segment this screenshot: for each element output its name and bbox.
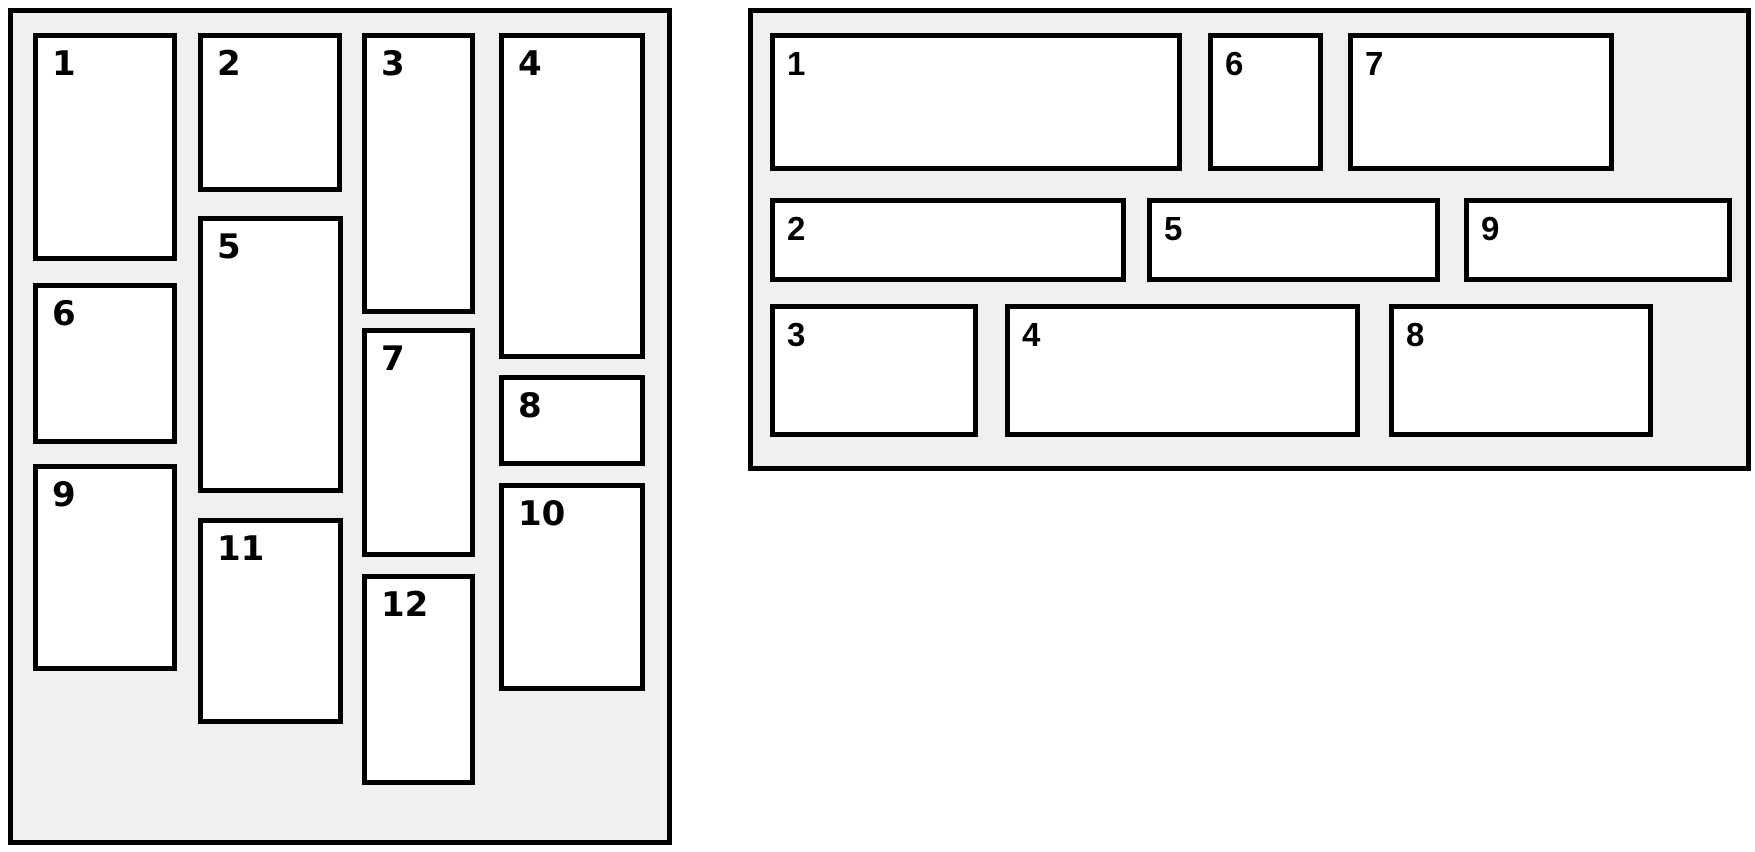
masonry-item-label: 11 (217, 529, 265, 569)
masonry-item-label: 2 (217, 44, 241, 84)
masonry-item-5: 5 (198, 216, 343, 493)
masonry-item-3: 3 (770, 304, 978, 437)
masonry-item-label: 8 (518, 386, 542, 426)
masonry-item-5: 5 (1147, 198, 1440, 282)
masonry-panel-rows: 1 2 3 4 5 6 7 8 9 (748, 8, 1751, 471)
masonry-item-label: 6 (52, 294, 76, 334)
masonry-item-4: 4 (499, 33, 645, 359)
masonry-item-label: 9 (1481, 210, 1499, 247)
masonry-item-label: 7 (381, 339, 405, 379)
masonry-item-8: 8 (1389, 304, 1653, 437)
masonry-item-6: 6 (1208, 33, 1323, 171)
masonry-item-label: 3 (787, 316, 805, 353)
masonry-item-label: 10 (518, 494, 566, 534)
masonry-item-1: 1 (770, 33, 1182, 171)
masonry-item-label: 4 (518, 44, 542, 84)
masonry-item-2: 2 (198, 33, 342, 192)
masonry-item-2: 2 (770, 198, 1126, 282)
masonry-item-label: 12 (381, 585, 429, 625)
masonry-item-label: 5 (1164, 210, 1182, 247)
masonry-item-3: 3 (362, 33, 475, 314)
masonry-item-12: 12 (362, 574, 475, 785)
masonry-item-label: 3 (381, 44, 405, 84)
masonry-item-label: 6 (1225, 45, 1243, 82)
masonry-item-label: 1 (787, 45, 805, 82)
masonry-item-label: 1 (52, 44, 76, 84)
masonry-item-7: 7 (362, 328, 475, 557)
masonry-item-8: 8 (499, 375, 645, 466)
masonry-item-10: 10 (499, 483, 645, 691)
masonry-item-label: 7 (1365, 45, 1383, 82)
masonry-item-label: 8 (1406, 316, 1424, 353)
masonry-item-11: 11 (198, 518, 343, 724)
masonry-item-label: 4 (1022, 316, 1040, 353)
masonry-item-label: 5 (217, 227, 241, 267)
masonry-item-6: 6 (33, 283, 177, 444)
masonry-item-7: 7 (1348, 33, 1614, 171)
masonry-item-label: 2 (787, 210, 805, 247)
masonry-item-label: 9 (52, 475, 76, 515)
masonry-item-1: 1 (33, 33, 177, 261)
masonry-item-9: 9 (1464, 198, 1732, 282)
masonry-item-4: 4 (1005, 304, 1360, 437)
masonry-item-9: 9 (33, 464, 177, 671)
